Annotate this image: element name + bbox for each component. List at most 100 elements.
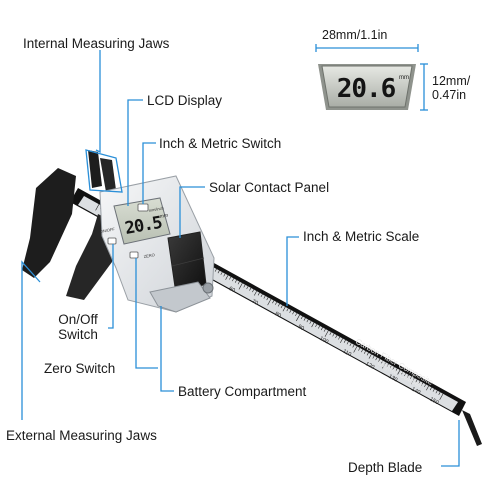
- onoff-button-label: ON/OFF: [99, 226, 115, 234]
- scale-tick: [220, 272, 223, 275]
- scale-number: 100: [318, 336, 329, 346]
- scale-tick: [320, 327, 323, 331]
- scale-tick: [332, 333, 335, 337]
- scale-tick: [435, 390, 438, 394]
- inset-height-line1: 12mm/: [432, 74, 471, 88]
- scale-tick: [372, 355, 375, 359]
- inset-width-label: 28mm/1.1in: [322, 28, 388, 42]
- scale-tick: [401, 371, 404, 375]
- scale-tick: [335, 335, 338, 339]
- scale-number: 90: [297, 324, 305, 332]
- inset-height-line2: 0.47in: [432, 88, 467, 102]
- depth-blade-label: Depth Blade: [348, 460, 423, 475]
- scale-tick: [352, 344, 355, 348]
- fixed-internal-jaw: [88, 150, 102, 188]
- scale-tick: [363, 350, 366, 354]
- internal-jaws-label: Internal Measuring Jaws: [23, 36, 170, 51]
- scale-tick: [439, 393, 444, 401]
- inset-reading: 20.6: [337, 74, 396, 104]
- scale-tick: [300, 316, 303, 320]
- scale-number: 60: [228, 286, 236, 294]
- mode-button[interactable]: [137, 203, 149, 212]
- inch-metric-switch-label: Inch & Metric Switch: [159, 136, 282, 151]
- scale-tick: [392, 366, 395, 370]
- scale-tick: [361, 349, 364, 353]
- zero-switch-label: Zero Switch: [44, 361, 116, 376]
- scale-tick: [280, 305, 283, 309]
- scale-tick: [415, 379, 418, 383]
- scale-tick: [277, 303, 280, 307]
- scale-number: 130: [387, 374, 398, 384]
- scale-tick: [309, 320, 312, 324]
- thumb-roller[interactable]: [202, 282, 214, 294]
- scale-tick: [389, 365, 392, 369]
- scale-tick: [266, 297, 269, 301]
- scale-tick: [395, 368, 398, 372]
- scale-tick: [263, 295, 266, 299]
- scale-tick: [306, 319, 309, 323]
- scale-tick: [214, 268, 217, 272]
- scale-tick: [234, 279, 237, 283]
- scale-tick: [421, 382, 424, 386]
- inset-lcd: 20.6 mm: [315, 44, 428, 111]
- scale-tick: [410, 377, 415, 385]
- scale-tick: [324, 330, 329, 337]
- scale-number: 150: [429, 396, 440, 406]
- scale-tick: [282, 306, 286, 312]
- scale-tick: [253, 290, 257, 296]
- scale-tick: [404, 373, 407, 377]
- scale-tick: [358, 347, 361, 351]
- scale-tick: [426, 385, 429, 391]
- scale-tick: [257, 292, 260, 296]
- zero-button[interactable]: [129, 251, 139, 259]
- scale-tick: [424, 384, 427, 388]
- scale-tick: [432, 388, 435, 392]
- caliper-lcd: [113, 197, 171, 245]
- scale-tick: [311, 322, 315, 328]
- scale-number: 140: [410, 386, 421, 396]
- scale-tick: [295, 313, 298, 316]
- sliding-internal-jaw: [100, 158, 116, 192]
- scale-number: 70: [251, 298, 259, 306]
- scale-tick: [237, 281, 240, 285]
- onoff-switch-label: On/Off Switch: [50, 312, 106, 342]
- scale-tick: [386, 363, 389, 367]
- scale-tick: [232, 278, 234, 282]
- lcd-display-label: LCD Display: [147, 93, 223, 108]
- scale-tick: [318, 325, 321, 329]
- onoff-button[interactable]: [107, 237, 117, 245]
- onoff-label-line2: Switch: [58, 327, 98, 342]
- external-jaws-label: External Measuring Jaws: [6, 428, 157, 443]
- scale-tick: [406, 374, 409, 378]
- scale-number: 80: [274, 311, 282, 319]
- fixed-external-jaw: [22, 168, 76, 278]
- scale-tick: [286, 308, 289, 312]
- scale-tick: [329, 332, 332, 335]
- scale-tick: [343, 339, 346, 343]
- scale-tick: [346, 341, 349, 345]
- scale-tick: [292, 311, 295, 315]
- battery-compartment-label: Battery Compartment: [178, 384, 307, 399]
- callout-lines: [21, 50, 460, 467]
- scale-tick: [229, 276, 232, 280]
- scale-tick: [409, 376, 412, 380]
- scale-tick: [303, 317, 306, 321]
- scale-tick: [249, 287, 252, 291]
- scale-tick: [429, 387, 432, 391]
- scale-tick: [275, 302, 277, 305]
- scale-tick: [296, 314, 300, 322]
- scale-tick: [368, 354, 372, 359]
- scale-tick: [272, 300, 275, 304]
- scale-tick: [289, 309, 292, 313]
- scale-tick: [267, 298, 272, 306]
- scale-tick: [397, 369, 401, 375]
- depth-blade-rod: [462, 410, 482, 446]
- scale-tick: [338, 336, 341, 340]
- scale-tick: [438, 392, 441, 395]
- scale-tick: [238, 283, 243, 290]
- battery-compartment: [149, 281, 211, 313]
- inset-height-label: 12mm/ 0.47in: [432, 74, 470, 102]
- scale-tick: [246, 286, 249, 290]
- scale-number: 120: [364, 361, 375, 371]
